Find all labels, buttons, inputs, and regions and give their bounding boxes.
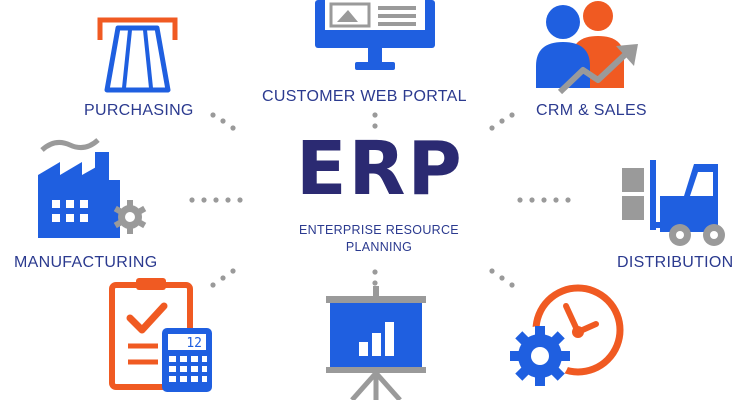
factory-icon [38,138,147,238]
label-crm-sales: CRM & SALES [536,102,647,119]
erp-subtitle-line2: PLANNING [345,240,413,254]
erp-subtitle: ENTERPRISE RESOURCE PLANNING [290,222,468,256]
clipboard-calculator-icon: 12 [109,278,212,392]
connector-dots [189,112,571,288]
label-manufacturing: MANUFACTURING [14,254,158,271]
forklift-icon [622,160,725,246]
people-growth-icon [536,1,638,95]
label-customer-web-portal: CUSTOMER WEB PORTAL [262,88,467,105]
erp-subtitle-line1: ENTERPRISE RESOURCE [299,223,459,237]
label-purchasing: PURCHASING [84,102,194,119]
card-reader-icon [97,17,178,93]
clock-gear-icon [510,284,624,386]
presentation-chart-icon [326,286,426,400]
calculator-display: 12 [186,336,202,351]
erp-title: ERP [296,126,464,212]
label-distribution: DISTRIBUTION [617,254,734,271]
monitor-icon [315,0,435,70]
